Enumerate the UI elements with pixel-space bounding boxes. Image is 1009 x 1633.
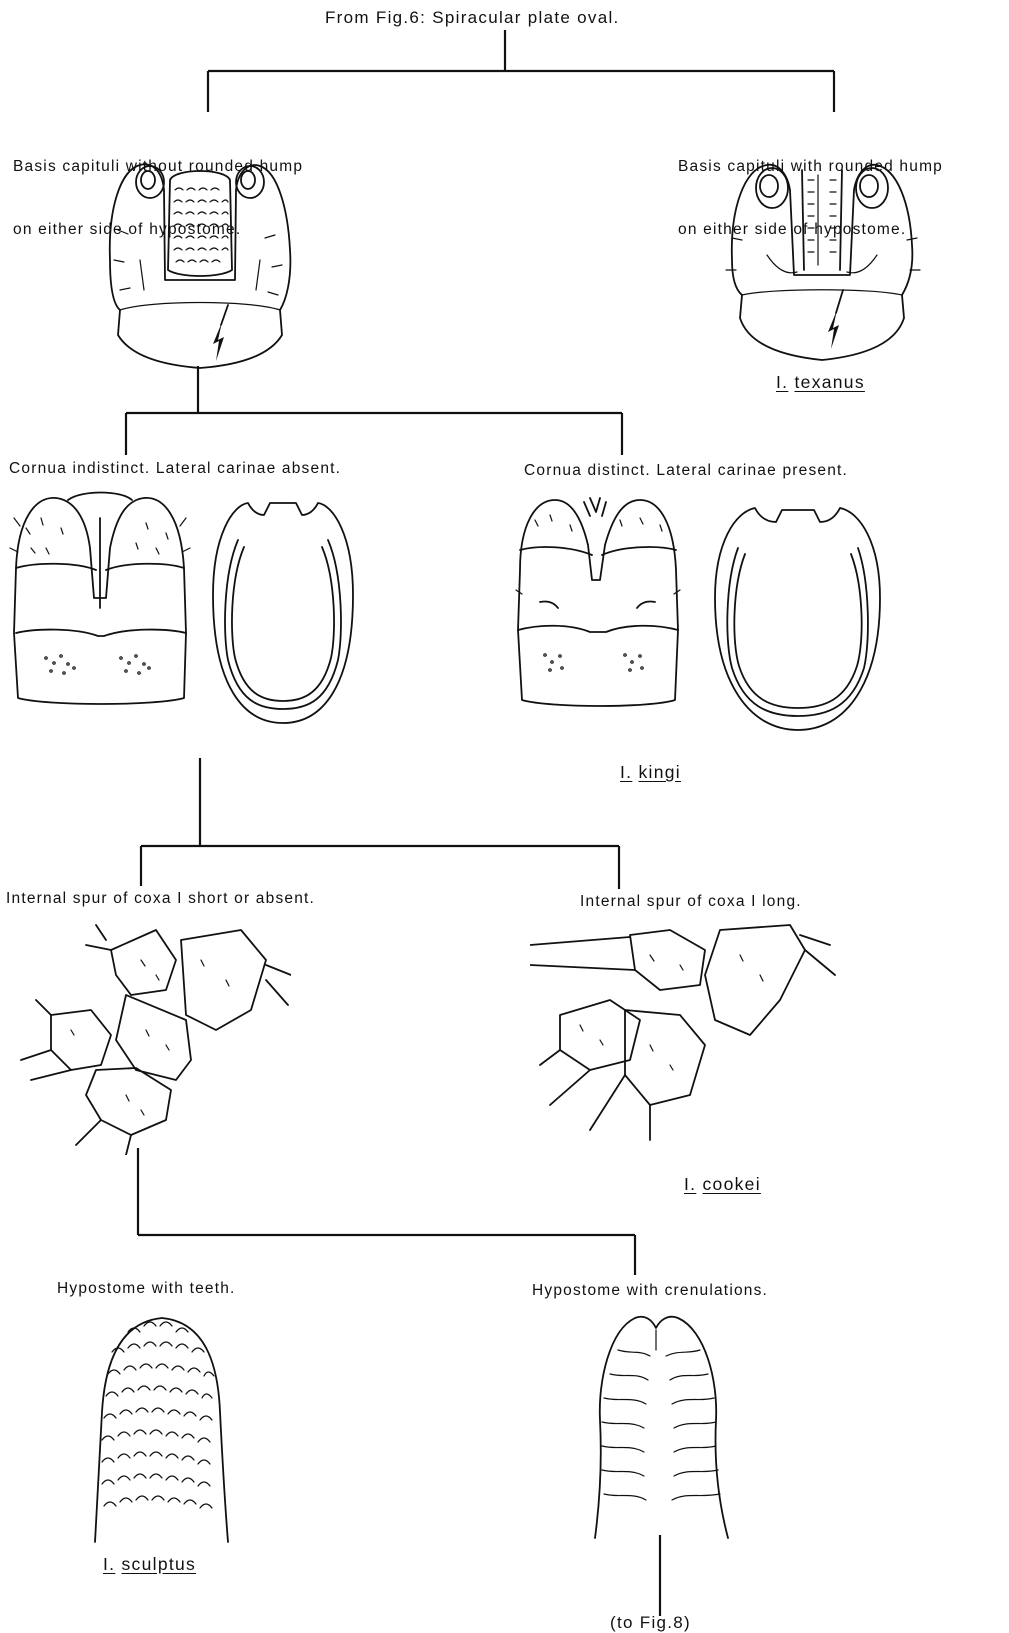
capitulum-texanus-illustration: [722, 160, 922, 370]
couplet-2-left-label: Cornua indistinct. Lateral carinae absen…: [9, 458, 341, 479]
species-cookei: I. cookei: [684, 1174, 761, 1195]
species-name: kingi: [639, 762, 682, 782]
species-name: texanus: [795, 372, 865, 392]
species-name: sculptus: [122, 1554, 197, 1574]
species-name: cookei: [703, 1174, 761, 1194]
couplet-2-right-label: Cornua distinct. Lateral carinae present…: [524, 460, 848, 481]
couplet-3-right-label: Internal spur of coxa I long.: [580, 891, 802, 912]
basis-capituli-indistinct-cornua-illustration: [6, 488, 196, 713]
continuation-label: (to Fig.8): [610, 1612, 691, 1633]
couplet-4-left-label: Hypostome with teeth.: [57, 1278, 236, 1299]
coxae-cookei-illustration: [530, 915, 840, 1155]
species-sculptus: I. sculptus: [103, 1554, 196, 1575]
spiracular-plate-oval-1-illustration: [208, 495, 358, 730]
species-texanus: I. texanus: [776, 372, 865, 393]
couplet-4-right-label: Hypostome with crenulations.: [532, 1280, 768, 1301]
basis-capituli-kingi-illustration: [510, 490, 685, 715]
genus-abbrev: I.: [620, 762, 632, 782]
key-title: From Fig.6: Spiracular plate oval.: [325, 7, 620, 28]
couplet-3-left-label: Internal spur of coxa I short or absent.: [6, 888, 315, 909]
hypostome-crenulations-illustration: [590, 1310, 735, 1548]
species-kingi: I. kingi: [620, 762, 681, 783]
genus-abbrev: I.: [684, 1174, 696, 1194]
genus-abbrev: I.: [103, 1554, 115, 1574]
hypostome-teeth-illustration: [90, 1312, 235, 1552]
coxae-short-spur-illustration: [16, 920, 291, 1155]
spiracular-plate-kingi-illustration: [710, 498, 885, 736]
capitulum-no-hump-illustration: [100, 160, 300, 375]
genus-abbrev: I.: [776, 372, 788, 392]
